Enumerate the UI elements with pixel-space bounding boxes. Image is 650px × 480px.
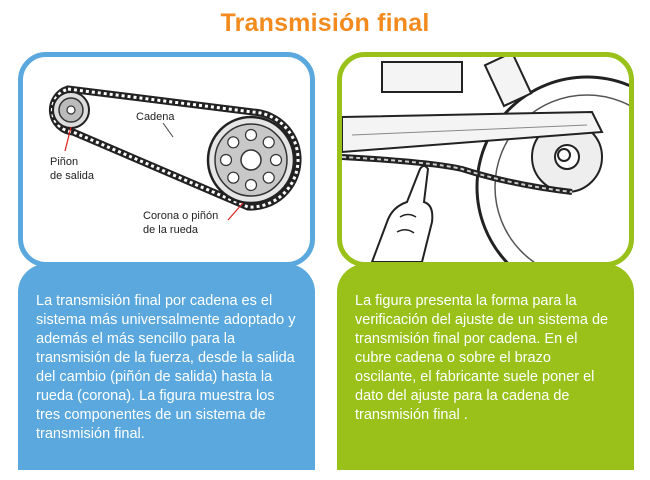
chain-check-figure (337, 52, 634, 267)
swing-arm (342, 110, 604, 162)
rear-sprocket (206, 115, 296, 205)
label-corona-2: de la rueda (143, 224, 199, 236)
label-pinon-1: Piñon (50, 156, 78, 168)
chain-drive-illustration: Cadena Piñon de salida Corona o piñón de… (48, 85, 302, 236)
cadena-pointer (162, 122, 174, 138)
hand-illustration (370, 165, 434, 262)
right-panel: La figura presenta la forma para la veri… (337, 52, 634, 470)
rear-wheel (475, 75, 629, 262)
left-panel: Cadena Piñon de salida Corona o piñón de… (18, 52, 315, 470)
left-description: La transmisión final por cadena es el si… (18, 264, 315, 470)
label-corona-1: Corona o piñón (143, 210, 218, 222)
chain-check-illustration (342, 57, 629, 262)
page-title: Transmisión final (220, 9, 430, 37)
chain-drive-figure: Cadena Piñon de salida Corona o piñón de… (18, 52, 315, 267)
shock-absorber (381, 57, 533, 108)
label-pinon-2: de salida (50, 170, 95, 182)
label-cadena: Cadena (136, 111, 175, 123)
corona-pointer (227, 202, 244, 221)
output-sprocket (52, 91, 90, 129)
right-description: La figura presenta la forma para la veri… (337, 264, 634, 470)
pinon-pointer (64, 126, 72, 152)
